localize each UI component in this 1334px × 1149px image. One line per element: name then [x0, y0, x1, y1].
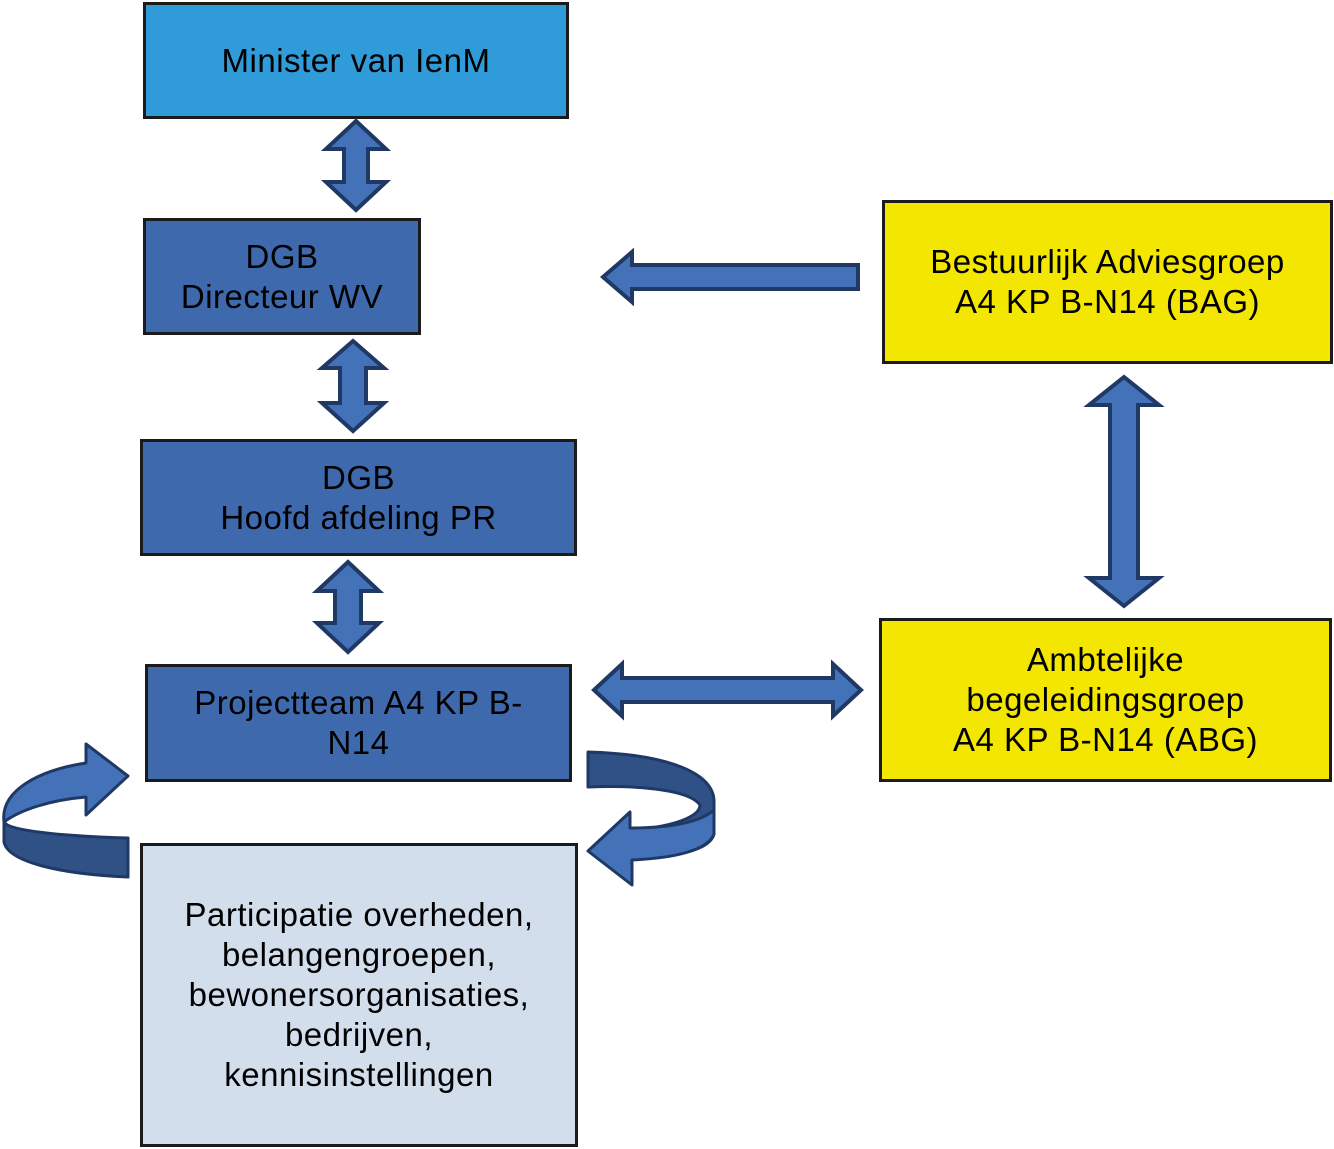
arrow-bag-directeur	[599, 247, 860, 307]
projectteam-line-2: N14	[327, 724, 390, 761]
minister-line-1: Minister van IenM	[221, 41, 491, 79]
arrow-directeur-hoofd	[316, 338, 390, 434]
minister-box: Minister van IenM	[143, 2, 569, 119]
directeur-line-1: DGB	[245, 237, 319, 275]
abg-box: Ambtelijke begeleidingsgroep A4 KP B-N14…	[879, 618, 1332, 782]
participatie-line-1: Participatie overheden,	[184, 896, 534, 933]
arrow-hoofd-projectteam	[311, 559, 385, 655]
directeur-box: DGB Directeur WV	[143, 218, 421, 335]
cycle-left-band	[2, 742, 130, 824]
abg-line-3: A4 KP B-N14 (ABG)	[952, 721, 1258, 758]
participatie-line-5: kennisinstellingen	[224, 1056, 494, 1093]
participatie-line-3: bewonersorganisaties,	[188, 976, 530, 1013]
participatie-line-2: belangengroepen,	[221, 936, 497, 973]
hoofd-box: DGB Hoofd afdeling PR	[140, 439, 577, 556]
participatie-box: Participatie overheden, belangengroepen,…	[140, 843, 578, 1147]
hoofd-line-2: Hoofd afdeling PR	[220, 498, 497, 536]
arrow-bag-abg	[1083, 374, 1165, 609]
directeur-line-2: Directeur WV	[180, 277, 384, 315]
projectteam-box: Projectteam A4 KP B- N14	[145, 664, 572, 782]
projectteam-line-1: Projectteam A4 KP B-	[194, 684, 523, 721]
abg-line-2: begeleidingsgroep	[966, 681, 1245, 718]
bag-line-1: Bestuurlijk Adviesgroep	[930, 243, 1285, 280]
arrow-minister-directeur	[320, 118, 392, 213]
bag-line-2: A4 KP B-N14 (BAG)	[954, 283, 1260, 320]
participatie-line-4: bedrijven,	[284, 1016, 434, 1053]
cycle-left-band-dark	[2, 820, 130, 879]
arrow-projectteam-abg	[591, 659, 864, 721]
bag-box: Bestuurlijk Adviesgroep A4 KP B-N14 (BAG…	[882, 200, 1333, 364]
hoofd-line-1: DGB	[321, 458, 395, 496]
abg-line-1: Ambtelijke	[1026, 641, 1185, 678]
cycle-right-band	[586, 808, 716, 887]
